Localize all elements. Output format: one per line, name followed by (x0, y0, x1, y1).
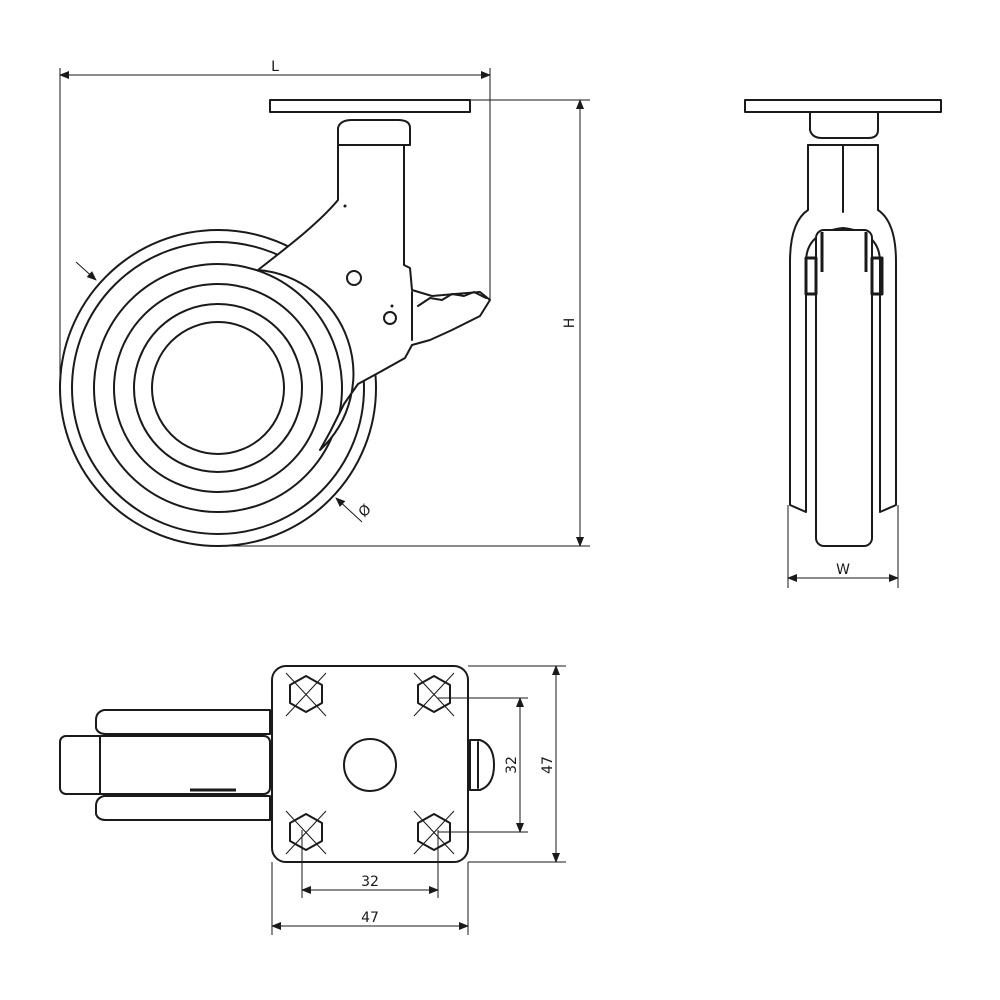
dimension-bottom-plate-y: 47 (468, 665, 566, 863)
dimension-bottom-holes-y: 32 (438, 697, 528, 833)
bottom-hole-tr (413, 672, 455, 717)
swivel-bearing (337, 119, 411, 146)
wheel-tread-inner (71, 241, 365, 535)
dimension-label-diameter: Ø (356, 502, 375, 521)
axle-bolt (346, 270, 362, 286)
fork-housing (257, 144, 491, 451)
pivot-dot (390, 304, 394, 308)
dimension-label-holes-x: 32 (361, 874, 379, 890)
bottom-view: 32 47 32 47 (59, 665, 566, 935)
dimension-length: L (59, 59, 491, 388)
dimension-height: H (218, 99, 590, 547)
front-view: W (744, 99, 942, 588)
front-wheel (815, 229, 873, 547)
bottom-fork-lower (95, 795, 271, 821)
dimension-bottom-plate-x: 47 (271, 862, 469, 935)
wheel-hub-outer (133, 303, 303, 473)
dimension-label-length: L (271, 59, 279, 75)
bottom-brake-knob (469, 739, 495, 791)
front-axle-left (804, 256, 818, 296)
front-swivel-bearing (809, 111, 879, 139)
dimension-bottom-holes-x: 32 (301, 830, 439, 898)
bottom-wheel (59, 735, 271, 795)
side-view: L H Ø (59, 59, 590, 547)
bottom-plate (271, 665, 469, 863)
wheel-ring-2 (113, 283, 323, 493)
bottom-hole-bl (285, 810, 327, 855)
bottom-fork-upper (95, 709, 271, 735)
brake-pedal-ridges (417, 291, 487, 307)
dimension-label-width: W (836, 562, 850, 578)
bottom-center-hole (343, 738, 397, 792)
dimension-label-holes-y: 32 (504, 756, 520, 774)
wheel-ring-1 (93, 263, 343, 513)
bottom-hole-tl (285, 672, 327, 717)
front-top-plate (744, 99, 942, 113)
housing-dot (343, 204, 347, 208)
brake-pivot (383, 311, 397, 325)
bottom-hole-br (413, 810, 455, 855)
wheel-hub-inner (151, 321, 285, 455)
dimension-label-height: H (562, 318, 578, 329)
dimension-label-plate-y: 47 (540, 756, 556, 774)
top-plate (269, 99, 471, 113)
front-axle-right (870, 256, 884, 296)
dimension-label-plate-x: 47 (361, 910, 379, 926)
dimension-width: W (787, 505, 899, 588)
